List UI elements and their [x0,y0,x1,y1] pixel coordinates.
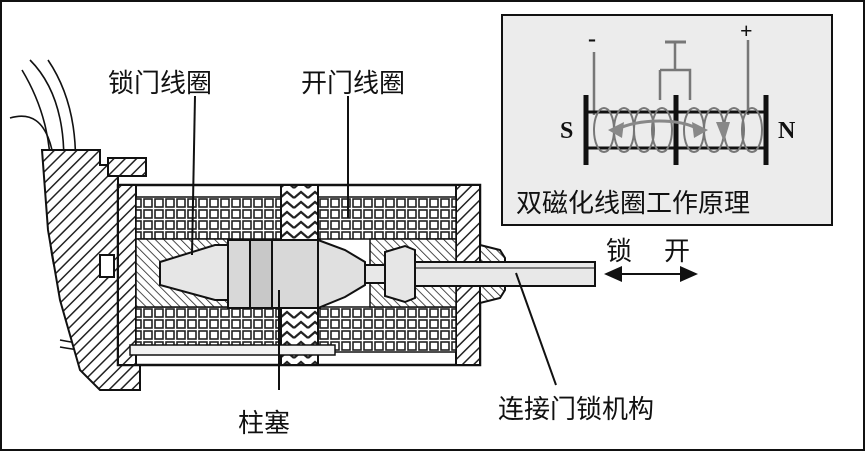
left-end-plate [117,184,137,366]
bottom-rail [129,344,336,356]
inset-caption: 双磁化线圈工作原理 [516,189,750,219]
leader-lock-coil [191,95,196,256]
plus-sign: + [740,18,753,43]
mounting-bracket [40,149,147,391]
label-plunger: 柱塞 [238,409,290,439]
unlock-coil-upper [317,196,457,240]
leader-linkage [515,272,557,386]
pole-s-label: S [560,118,573,144]
unlock-coil-lower [317,306,457,353]
center-tap-fork [658,68,692,100]
pole-n-label: N [778,118,796,144]
push-rod [414,243,596,305]
label-linkage: 连接门锁机构 [498,395,654,425]
label-lock-coil: 锁门线圈 [108,69,212,99]
label-unlock-direction: 开 [664,237,690,267]
inset-core [584,110,768,150]
label-unlock-coil: 开门线圈 [301,69,405,99]
inset-panel: S N - + 双磁化线圈工作原理 [501,14,833,226]
plunger [159,238,416,310]
minus-sign: - [588,26,596,52]
inset-windings [593,107,763,153]
direction-arrow [604,266,698,282]
label-lock-direction: 锁 [606,237,632,267]
inset-flow-arrows [608,119,730,142]
lock-coil-upper [135,196,282,240]
leader-lines [191,95,557,390]
center-separator-upper [280,184,319,246]
